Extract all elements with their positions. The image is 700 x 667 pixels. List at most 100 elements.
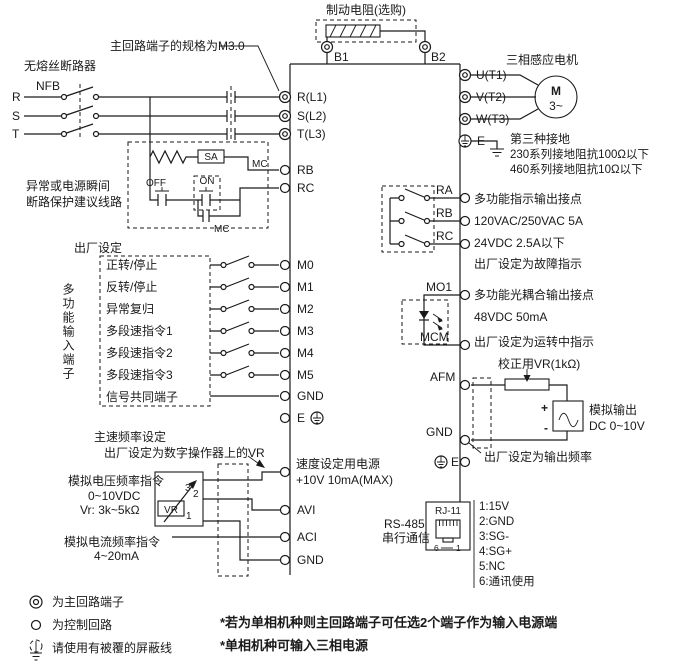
legend-main-terminal-icon bbox=[29, 595, 43, 609]
function-speed3: 多段速指令3 bbox=[106, 367, 173, 382]
terminal-mcm bbox=[459, 339, 471, 351]
m5-label: M5 bbox=[297, 368, 314, 382]
current-cmd-1: 模拟电流频率指令 bbox=[64, 534, 160, 549]
terminal-u-label: U(T1) bbox=[476, 68, 507, 82]
e-left-label: E bbox=[297, 411, 305, 425]
photo-spec: 48VDC 50mA bbox=[474, 310, 547, 324]
photo-output-title: 多功能光耦合输出接点 bbox=[474, 287, 594, 302]
terminal-v-t2 bbox=[458, 90, 472, 104]
motor-symbol bbox=[534, 75, 578, 119]
main-freq-sub: 出厂设定为数字操作器上的VR bbox=[104, 445, 265, 460]
vr-label: VR bbox=[164, 505, 178, 516]
rj11-box bbox=[425, 501, 471, 551]
legend-shield-icon bbox=[29, 639, 43, 661]
terminal-gnd-analog bbox=[279, 554, 291, 566]
terminal-u-t1 bbox=[458, 68, 472, 82]
m2-label: M2 bbox=[297, 302, 314, 316]
on-label: ON bbox=[200, 176, 215, 187]
function-reverse: 反转/停止 bbox=[106, 279, 157, 294]
terminal-v-label: V(T2) bbox=[476, 90, 506, 104]
terminal-s-label: S(L2) bbox=[297, 109, 326, 123]
protect-note-1: 异常或电源瞬间 bbox=[26, 179, 110, 193]
relay-default-note: 出厂设定为故障指示 bbox=[474, 256, 582, 271]
terminal-m1 bbox=[279, 281, 291, 293]
legend-control-label: 为控制回路 bbox=[52, 617, 112, 632]
protect-note-2: 断路保护建议线路 bbox=[26, 194, 122, 209]
terminal-afm bbox=[459, 379, 471, 391]
gnd-analog-label: GND bbox=[297, 553, 324, 567]
voltage-cmd-1: 模拟电压频率指令 bbox=[68, 473, 164, 488]
analog-default-note: 出厂设定为输出频率 bbox=[484, 449, 592, 464]
m1-label: M1 bbox=[297, 280, 314, 294]
rb-left-label: RB bbox=[297, 163, 314, 177]
terminal-rc-relay bbox=[459, 238, 471, 250]
legend-control-terminal-icon bbox=[30, 619, 42, 631]
photocoupler-led-icon bbox=[419, 311, 429, 319]
sa-box bbox=[197, 149, 225, 164]
terminal-rb-relay bbox=[459, 215, 471, 227]
ra-label: RA bbox=[436, 183, 453, 197]
legend-shield-label: 请使用有被覆的屏蔽线 bbox=[52, 640, 172, 655]
analog-meter-box bbox=[552, 400, 584, 432]
terminal-r-label: R(L1) bbox=[297, 90, 327, 104]
m3-label: M3 bbox=[297, 324, 314, 338]
brake-resistor-symbol bbox=[325, 24, 381, 38]
phase-s: S bbox=[12, 109, 20, 123]
function-common: 信号共同端子 bbox=[106, 390, 178, 404]
relay-spec-2: 24VDC 2.5A以下 bbox=[474, 236, 565, 250]
terminal-spec: 主回路端子的规格为M3.0 bbox=[110, 38, 245, 53]
terminal-m3 bbox=[279, 325, 291, 337]
rj11-label: RJ-11 bbox=[435, 506, 461, 517]
brake-resistor-label: 制动电阻(选购) bbox=[326, 2, 406, 17]
ground-460-label: 460系列接地阻抗10Ω以下 bbox=[510, 162, 643, 176]
minus-label: - bbox=[544, 421, 548, 435]
terminal-m0 bbox=[279, 259, 291, 271]
ground-circle-icon bbox=[434, 455, 448, 469]
terminal-10v bbox=[279, 466, 291, 478]
b1-label: B1 bbox=[334, 50, 349, 64]
ground-circle-icon bbox=[310, 411, 324, 425]
rj11-pin6-label: 6 bbox=[434, 543, 439, 553]
factory-setting-label: 出厂设定 bbox=[74, 240, 122, 255]
terminal-avi bbox=[279, 504, 291, 516]
speed-power-2: +10V 10mA(MAX) bbox=[296, 473, 393, 487]
phase-r: R bbox=[12, 90, 21, 104]
terminal-mo1 bbox=[459, 289, 471, 301]
mc-label: MC bbox=[214, 224, 230, 235]
terminal-w-t3 bbox=[458, 112, 472, 126]
breaker-name: 无熔丝断路器 bbox=[24, 58, 96, 73]
terminal-m5 bbox=[279, 369, 291, 381]
contact-points bbox=[60, 93, 431, 379]
function-speed2: 多段速指令2 bbox=[106, 345, 173, 360]
terminal-e-motor-label: E bbox=[477, 134, 485, 148]
dashed-outlines bbox=[79, 19, 492, 577]
voltage-cmd-3: Vr: 3k~5kΩ bbox=[80, 503, 140, 517]
terminal-aci bbox=[279, 531, 291, 543]
wiring bbox=[24, 30, 568, 588]
voltage-cmd-2: 0~10VDC bbox=[88, 489, 141, 503]
terminal-t-label: T(L3) bbox=[297, 127, 326, 141]
sa-label: SA bbox=[204, 152, 218, 163]
rs485-pin-4: 4:SG+ bbox=[479, 546, 512, 558]
phase-t: T bbox=[12, 127, 20, 141]
plus-label: + bbox=[541, 401, 548, 415]
rs485-sub: 串行通信 bbox=[382, 531, 430, 545]
terminal-m4 bbox=[279, 347, 291, 359]
avi-label: AVI bbox=[297, 503, 315, 517]
motor-phase-label: 3~ bbox=[549, 99, 563, 113]
rs485-pin-3: 3:SG- bbox=[479, 531, 509, 543]
rs485-pin-1: 1:15V bbox=[479, 501, 509, 513]
footnote-2: *单相机种可输入三相电源 bbox=[220, 638, 368, 653]
meter-sine-icon bbox=[558, 412, 579, 428]
mcm-label: MCM bbox=[420, 330, 449, 344]
calibration-vr-label: 校正用VR(1kΩ) bbox=[498, 356, 580, 371]
m0-label: M0 bbox=[297, 258, 314, 272]
component-symbols bbox=[154, 24, 584, 551]
rs485-pin-6: 6:通讯使用 bbox=[479, 574, 535, 588]
function-speed1: 多段速指令1 bbox=[106, 323, 173, 338]
function-forward: 正转/停止 bbox=[106, 257, 157, 272]
rb-relay-label: RB bbox=[436, 206, 453, 220]
terminal-gnd-right bbox=[459, 434, 471, 446]
